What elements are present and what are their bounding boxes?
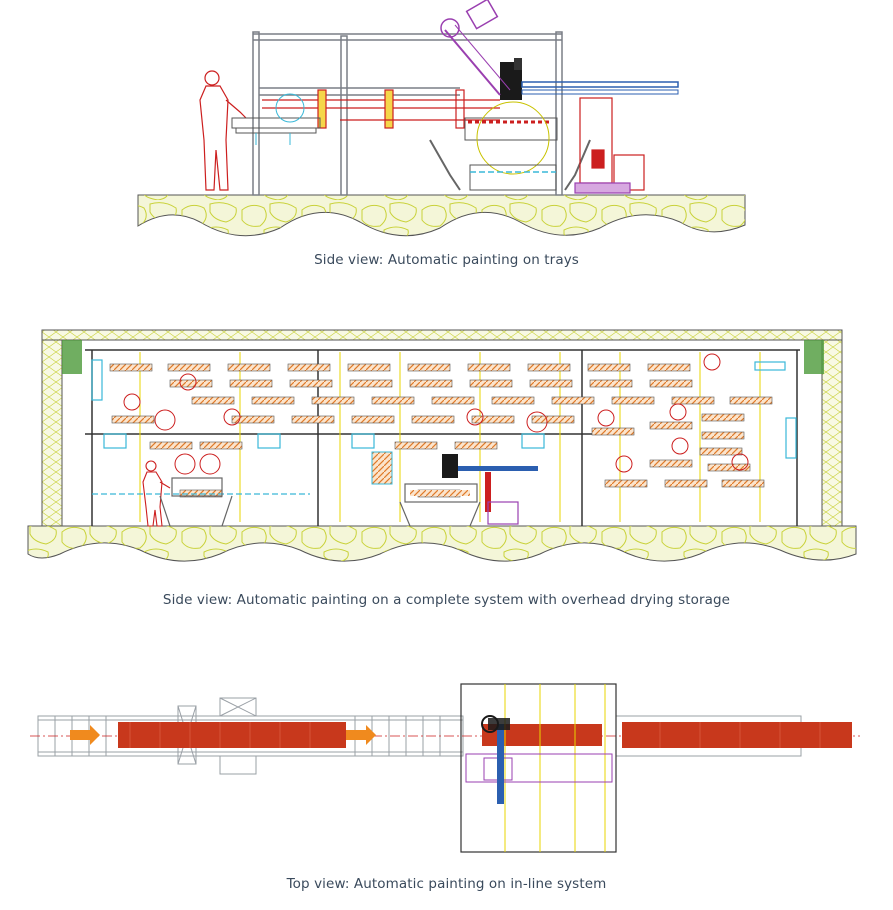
caption-side-trays: Side view: Automatic painting on trays [314, 252, 579, 268]
worker-figure [142, 460, 171, 527]
side-view-trays-diagram [0, 0, 893, 245]
top-view-inline-drawing [30, 683, 860, 853]
caption-side-complete: Side view: Automatic painting on a compl… [162, 592, 731, 608]
panels-infeed [118, 722, 346, 748]
side-view-trays-drawing [137, 0, 746, 237]
side-view-complete-drawing [27, 329, 857, 562]
flow-arrow-2 [346, 725, 376, 745]
robot-arm [371, 451, 538, 527]
booth-top [460, 683, 617, 853]
caption-top-inline: Top view: Automatic painting on in-line … [286, 876, 607, 892]
panels-outfeed [622, 722, 852, 748]
vent-left [62, 340, 82, 374]
booth-unit [429, 101, 591, 191]
flow-arrow-1 [70, 725, 100, 745]
gantry-frame [252, 31, 563, 196]
side-view-complete-diagram [0, 322, 893, 572]
vent-right [804, 340, 824, 374]
panels-booth [482, 724, 602, 746]
storage-trays [109, 363, 773, 498]
top-view-inline-diagram [0, 680, 893, 860]
robot-arm [440, 0, 679, 100]
pump-unit [574, 97, 645, 194]
worker-figure [199, 70, 247, 191]
rollers [123, 353, 749, 475]
